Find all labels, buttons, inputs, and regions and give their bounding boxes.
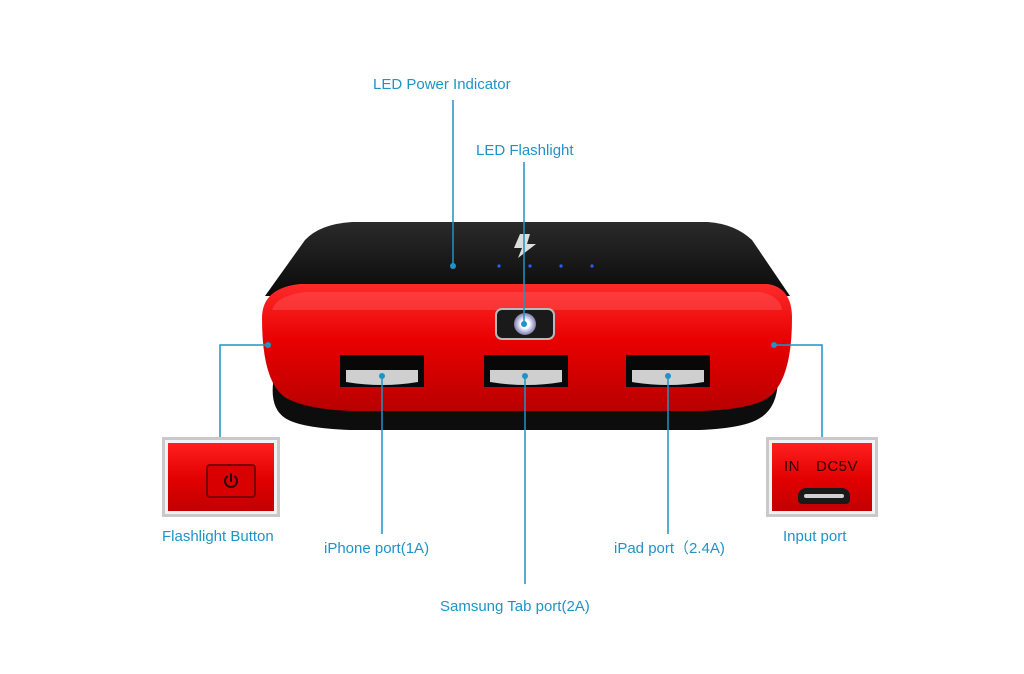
label-samsung-tab-port: Samsung Tab port(2A) [440,598,590,615]
label-flashlight-button: Flashlight Button [162,528,274,545]
label-iphone-port: iPhone port(1A) [324,540,430,557]
callout-dot [265,342,271,348]
callout-dots [265,263,777,379]
input-marking-dc: DC5V [816,458,859,475]
micro-usb-port-icon [798,488,850,504]
callout-dot [771,342,777,348]
flashlight-button [206,464,256,498]
input-marking-in: IN [784,458,800,475]
callout-dot [522,373,528,379]
label-led-flashlight: LED Flashlight [476,142,574,159]
top-surface [265,222,790,296]
label-led-power-indicator: LED Power Indicator [373,76,511,93]
label-ipad-port: iPad port（2.4A) [614,540,725,557]
power-bank-body [262,222,792,430]
callout-dot [450,263,456,269]
indicator-dot [590,264,594,268]
indicator-dot [559,264,563,268]
callout-dot [521,321,527,327]
callout-line-input-port [774,344,823,437]
label-input-port: Input port [783,528,847,545]
callout-lines [219,100,823,584]
input-port-inset: IN DC5V [766,437,878,517]
front-highlight [272,292,782,310]
usb-port-ipad [626,355,710,387]
callout-dot [665,373,671,379]
indicator-dot [497,264,501,268]
power-icon [224,473,238,488]
callout-line-flashlight-button [219,344,268,437]
callout-dot [379,373,385,379]
indicator-dot [528,264,532,268]
usb-port-samsung-tab [484,355,568,387]
logo-mark [514,234,536,258]
flashlight-button-inset [162,437,280,517]
